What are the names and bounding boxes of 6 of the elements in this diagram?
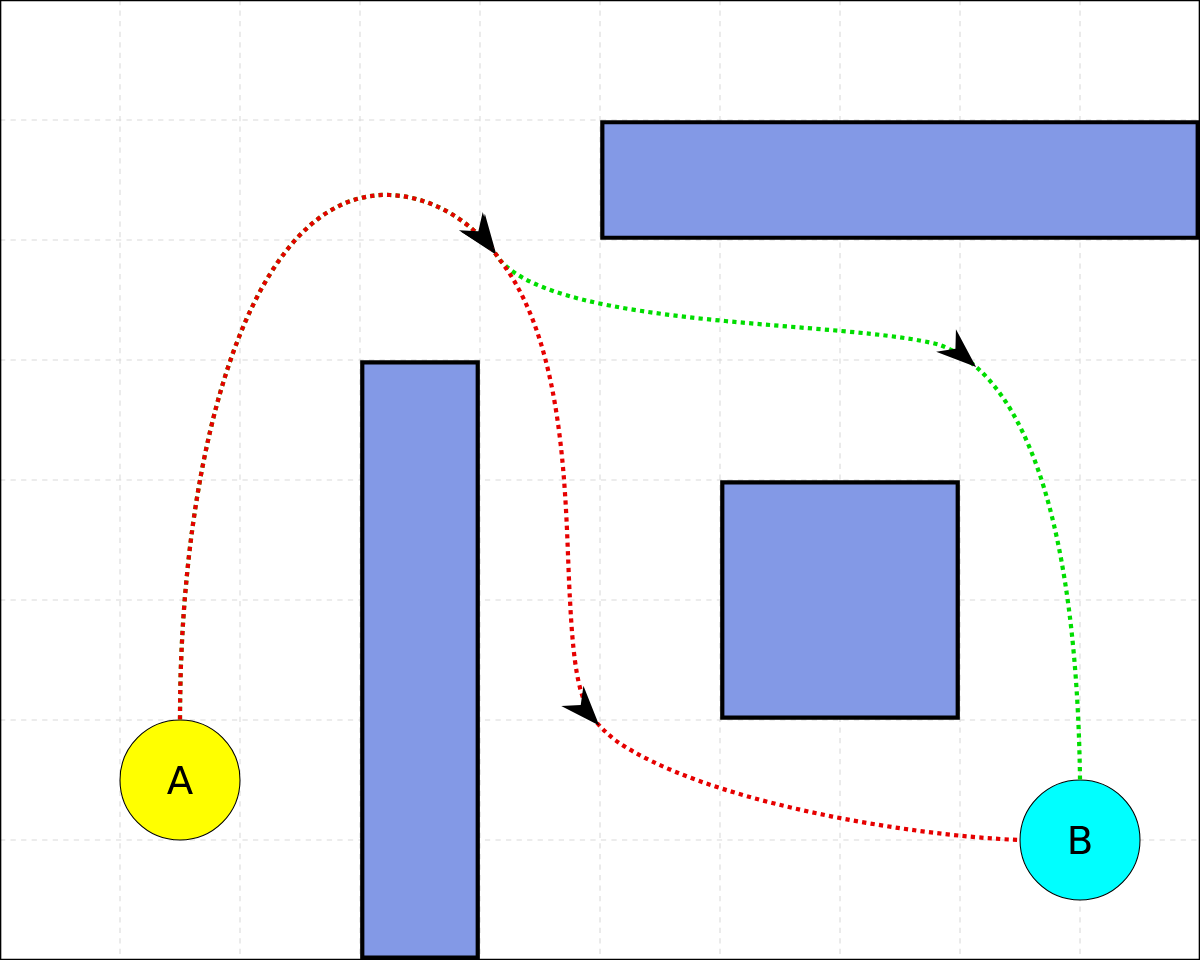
circle-node: A	[119, 719, 241, 841]
obstacle-block	[360, 360, 480, 960]
obstacle-block	[600, 120, 1200, 240]
path-arrow	[177, 192, 1020, 843]
circle-node: B	[1019, 779, 1141, 901]
obstacle-block	[720, 480, 960, 720]
